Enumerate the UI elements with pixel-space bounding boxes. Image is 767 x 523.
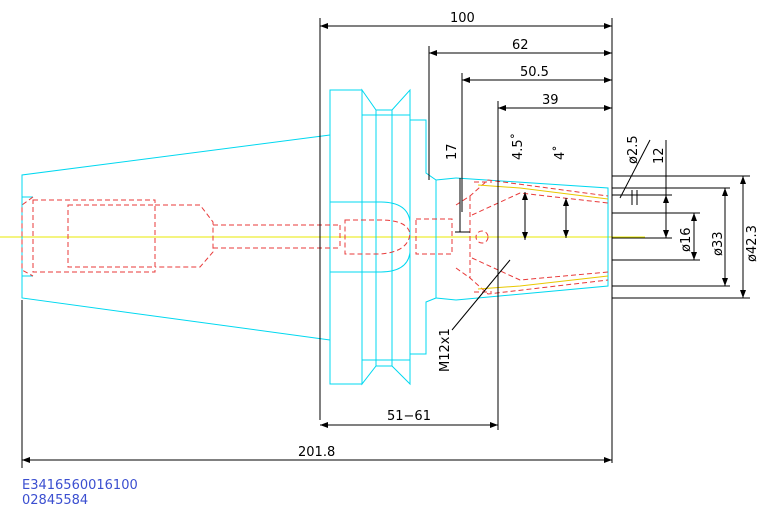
dim-17: 17 xyxy=(445,143,460,160)
hidden-lines xyxy=(21,179,609,295)
dim-201-8: 201.8 xyxy=(298,445,335,460)
dim-angle-4-5: 4.5˚ xyxy=(510,133,526,160)
dim-100: 100 xyxy=(450,11,475,26)
part-number-line-2: 02845584 xyxy=(22,493,89,508)
dim-dia-2-5: ø2.5 xyxy=(626,135,641,164)
arrowheads xyxy=(22,23,746,463)
part-number-line-1: E3416560016100 xyxy=(22,478,138,493)
collet-slots xyxy=(477,184,609,290)
dim-thread-m12x1: M12x1 xyxy=(438,328,453,372)
dim-39: 39 xyxy=(542,93,559,108)
dim-dia-16: ø16 xyxy=(679,228,694,253)
dim-dia-42-3: ø42.3 xyxy=(745,225,760,262)
dim-12: 12 xyxy=(652,147,667,164)
tool-holder-body xyxy=(21,88,609,386)
dim-50-5: 50.5 xyxy=(520,65,549,80)
dim-51-61: 51−61 xyxy=(387,409,431,424)
dim-62: 62 xyxy=(512,38,529,53)
dim-angle-4: 4˚ xyxy=(552,145,568,160)
dimension-lines xyxy=(21,18,750,468)
dim-dia-33: ø33 xyxy=(711,232,726,257)
